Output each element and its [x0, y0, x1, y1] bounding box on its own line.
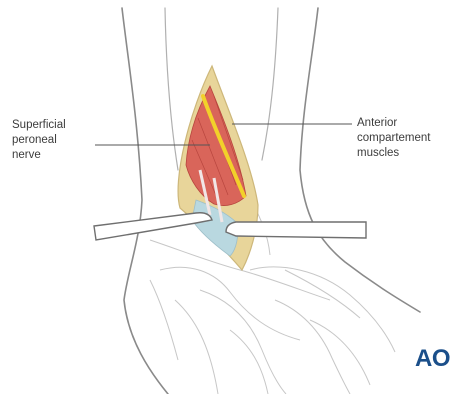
ao-logo: AO	[415, 345, 450, 373]
leg-outline	[122, 8, 420, 394]
left-retractor	[94, 213, 212, 240]
right-retractor	[226, 222, 366, 238]
label-superficial-peroneal-nerve: Superficial peroneal nerve	[12, 118, 66, 163]
label-anterior-compartment-muscles: Anterior compartement muscles	[357, 116, 431, 161]
